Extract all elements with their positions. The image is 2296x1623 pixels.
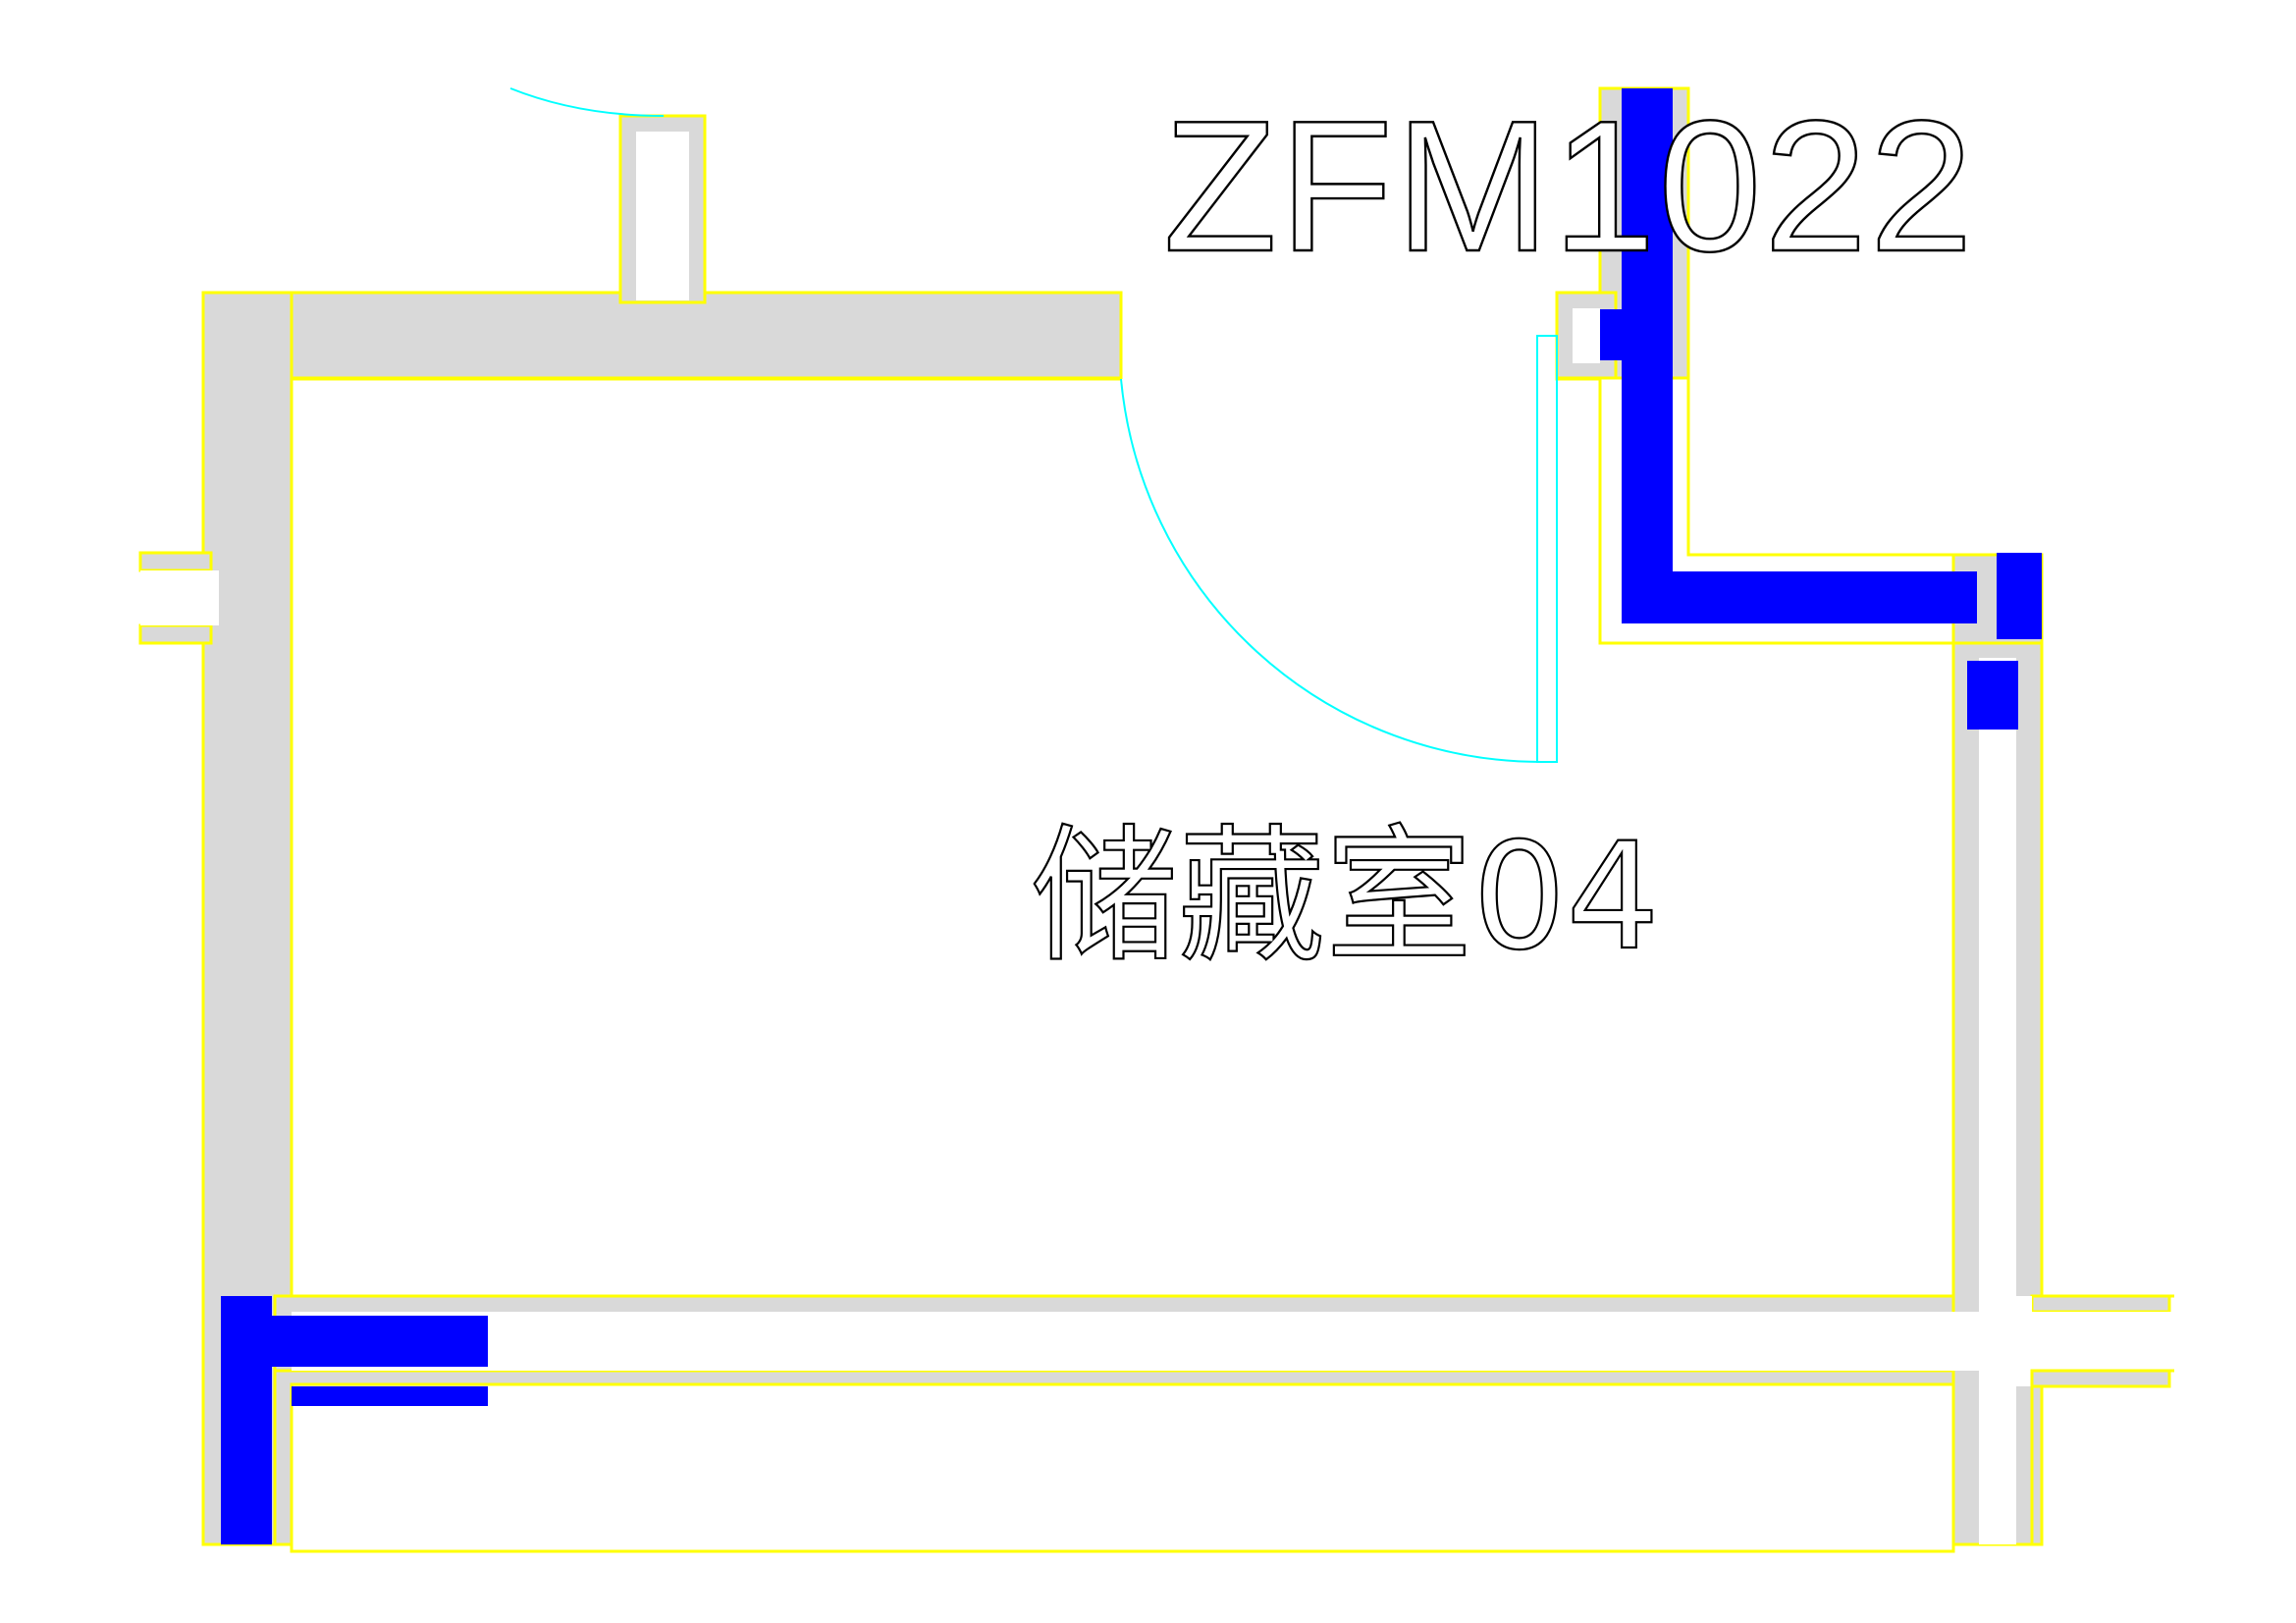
wall-outlines: [140, 88, 2174, 1544]
outline-top-inner: [290, 377, 1121, 1296]
wall-right-stub-lower: [2030, 1369, 2171, 1388]
wall-left-stub-upper: [138, 551, 213, 572]
door-swing: [509, 87, 1558, 763]
column-right-vertical: [1622, 88, 1673, 623]
right-corridor: [1979, 658, 2016, 1544]
top-stub-inner: [636, 132, 689, 300]
room-interiors: [140, 88, 2174, 1553]
right-corridor-crossing: [1979, 1296, 2032, 1386]
top-door-arc: [509, 87, 665, 117]
room-storage-interior: [290, 376, 1955, 1298]
wall-top: [201, 291, 1123, 383]
outline-right-lower: [2030, 1369, 2174, 1544]
column-right-notch: [1600, 309, 1629, 360]
outline-left-lower: [140, 641, 205, 1544]
upper-right-outer: [1688, 88, 2101, 555]
top-opening: [1121, 285, 1557, 393]
column-right-horizontal: [1622, 571, 1977, 623]
wall-left-stub-lower: [138, 623, 213, 645]
column-left-lower-strip: [292, 1386, 488, 1406]
outline-door-jamb: [1555, 88, 1955, 1296]
lower-corridor: [292, 1312, 2032, 1371]
door-leaf: [1536, 335, 1558, 763]
room-label: 储藏室04: [1031, 812, 1660, 983]
right-door-gap: [1573, 308, 1600, 363]
door-label: ZFM1022: [1163, 82, 1975, 291]
room-lower-interior: [290, 1382, 1955, 1553]
left-opening: [140, 570, 219, 625]
column-right-lower: [1967, 661, 2018, 730]
right-stub-gap: [2032, 1312, 2174, 1371]
wall-right-stub-upper: [2030, 1294, 2171, 1314]
column-right-corner: [1997, 553, 2042, 639]
door-swing-arc: [1120, 378, 1542, 763]
outline-bottom-lower: [290, 1382, 1955, 1544]
column-left-horizontal: [221, 1316, 488, 1367]
columns: [221, 88, 2042, 1544]
